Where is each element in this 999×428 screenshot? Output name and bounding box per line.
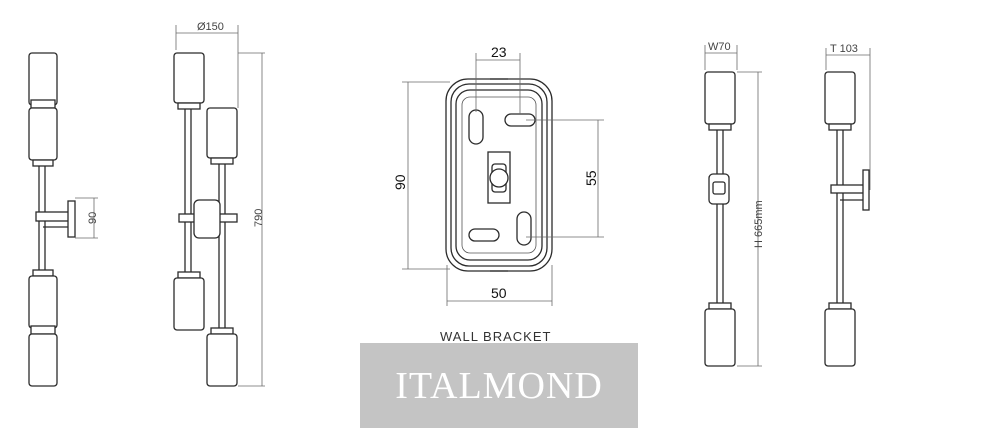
bracket-bottom-label: 50 — [491, 285, 507, 301]
view-5-depth-label: T 103 — [830, 43, 858, 55]
view-1-side: 90 — [28, 52, 99, 387]
view-4-width-label: W70 — [708, 41, 731, 53]
view-2-diameter-label: Ø150 — [197, 21, 224, 33]
view-4-height-label: H 665mm — [753, 200, 765, 248]
view-4-front: W70 H 665mm — [704, 41, 765, 367]
bracket-right-label: 55 — [583, 170, 599, 186]
wall-bracket-view: 23 90 55 50 WALL BRACKET — [392, 44, 604, 344]
watermark-text: ITALMOND — [395, 364, 603, 407]
bracket-left-label: 90 — [392, 174, 408, 190]
italmond-watermark: ITALMOND — [360, 343, 638, 428]
view-2-height-label: 790 — [253, 209, 265, 227]
bracket-top-label: 23 — [491, 44, 507, 60]
view-1-height-label: 90 — [87, 212, 99, 224]
view-2-front: Ø150 790 — [173, 21, 265, 387]
view-5-side: T 103 — [824, 43, 871, 367]
wall-bracket-caption: WALL BRACKET — [440, 329, 551, 344]
